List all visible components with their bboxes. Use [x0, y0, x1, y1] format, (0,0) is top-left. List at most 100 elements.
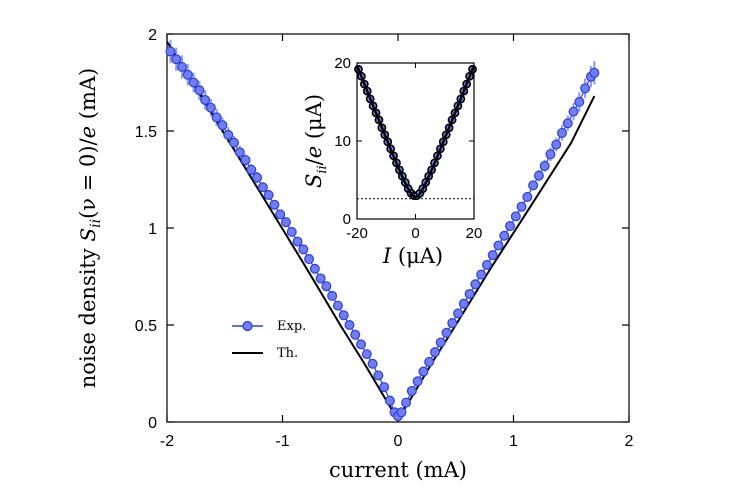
legend-entry-th: Th.: [232, 346, 298, 361]
inset-th-series: [355, 64, 476, 199]
main-y-axis-title-suffix: (mA): [76, 68, 100, 126]
main-exp-marker: [200, 94, 211, 105]
main-exp-marker: [476, 269, 487, 280]
main-exp-marker: [406, 385, 417, 396]
main-exp-marker: [292, 236, 303, 247]
main-exp-marker: [275, 209, 286, 220]
inset-x-tick-label: 20: [466, 225, 483, 242]
inset-x-axis-title: I (μA): [382, 244, 443, 268]
legend-exp-marker: [242, 320, 253, 332]
main-exp-marker: [481, 259, 492, 270]
main-exp-marker: [246, 164, 257, 175]
main-exp-marker: [453, 308, 464, 319]
main-exp-marker: [309, 263, 320, 274]
main-exp-marker: [429, 347, 440, 358]
main-exp-marker: [171, 54, 182, 65]
inset-y-axis-title-math2: e: [302, 146, 326, 158]
main-exp-marker: [539, 160, 550, 171]
main-exp-marker: [361, 349, 372, 360]
main-exp-marker: [384, 395, 395, 406]
main-x-tick-label: 2: [625, 433, 634, 450]
main-exp-marker: [257, 182, 268, 193]
main-exp-marker: [263, 190, 274, 201]
main-exp-marker: [545, 149, 556, 160]
main-exp-marker: [188, 77, 199, 88]
main-exp-marker: [487, 250, 498, 261]
inset-y-tick-label: 10: [334, 133, 351, 150]
main-exp-marker: [182, 69, 193, 80]
main-exp-marker: [338, 310, 349, 321]
main-exp-marker: [470, 279, 481, 290]
inset-th-line: [355, 64, 476, 199]
main-exp-marker: [464, 288, 475, 299]
main-exp-marker: [298, 244, 309, 255]
main-exp-marker: [344, 320, 355, 331]
main-exp-marker: [234, 147, 245, 158]
main-exp-marker: [240, 155, 251, 166]
main-exp-marker: [528, 180, 539, 191]
main-x-tick-label: 1: [509, 433, 518, 450]
main-exp-marker: [286, 226, 297, 237]
inset-x-tick-label: 0: [411, 225, 419, 242]
inset-x-tick-label: -20: [346, 225, 368, 242]
inset-y-axis-title-rest: /: [302, 157, 326, 165]
main-exp-marker: [447, 318, 458, 329]
main-exp-marker: [177, 61, 188, 72]
main-exp-marker: [412, 376, 423, 387]
main-y-tick-label: 1: [148, 221, 157, 238]
legend-entry-exp: Exp.: [232, 319, 306, 334]
main-y-axis-title-sub: ii: [88, 219, 104, 228]
main-exp-marker: [205, 102, 216, 113]
inset-x-axis-title-suffix: (μA): [391, 244, 443, 268]
main-x-tick-label: 0: [394, 433, 403, 450]
main-y-tick-label: 1.5: [135, 124, 157, 141]
main-exp-marker: [441, 327, 452, 338]
main-exp-marker: [367, 358, 378, 369]
main-exp-marker: [373, 370, 384, 381]
main-exp-marker: [551, 139, 562, 150]
main-exp-marker: [194, 85, 205, 96]
main-x-axis-title: current (mA): [329, 458, 467, 482]
inset-y-axis-title-math: S: [302, 174, 326, 188]
main-x-tick-label: -1: [275, 433, 289, 450]
main-exp-marker: [568, 106, 579, 117]
main-exp-marker: [424, 356, 435, 367]
main-ticks: [166, 33, 630, 423]
main-y-tick-label: 2: [148, 27, 157, 44]
legend-exp-label: Exp.: [277, 319, 306, 334]
main-exp-marker: [217, 120, 228, 131]
main-exp-marker: [505, 221, 516, 232]
inset-y-tick-label: 0: [343, 211, 351, 228]
main-exp-marker: [510, 211, 521, 222]
main-exp-marker: [315, 273, 326, 284]
main-exp-marker: [350, 329, 361, 340]
main-y-tick-label: 0.5: [135, 318, 157, 335]
main-exp-marker: [356, 339, 367, 350]
main-x-tick-label: -2: [160, 433, 174, 450]
main-exp-marker: [580, 83, 591, 94]
main-y-tick-label: 0: [148, 415, 157, 432]
main-exp-marker: [228, 137, 239, 148]
main-y-axis-title-math: S: [76, 228, 100, 242]
main-exp-marker: [574, 96, 585, 107]
main-exp-marker: [493, 240, 504, 251]
inset-y-axis-title-sub: ii: [315, 165, 330, 173]
main-exp-marker: [562, 118, 573, 129]
main-exp-marker: [516, 201, 527, 212]
main-exp-marker: [379, 382, 390, 393]
inset-y-axis-title-suffix: (μA): [302, 94, 326, 146]
main-exp-marker: [557, 127, 568, 138]
main-y-axis-title-math2: e: [76, 126, 100, 138]
inset-x-axis-title-math: I: [382, 244, 392, 268]
main-exp-marker: [332, 300, 343, 311]
main-exp-marker: [321, 281, 332, 292]
main-exp-marker: [304, 254, 315, 265]
main-exp-marker: [522, 191, 533, 202]
main-exp-marker: [458, 298, 469, 309]
inset-plot-frame: [356, 62, 475, 220]
main-y-axis-title-rest: (ν = 0)/: [76, 137, 100, 218]
